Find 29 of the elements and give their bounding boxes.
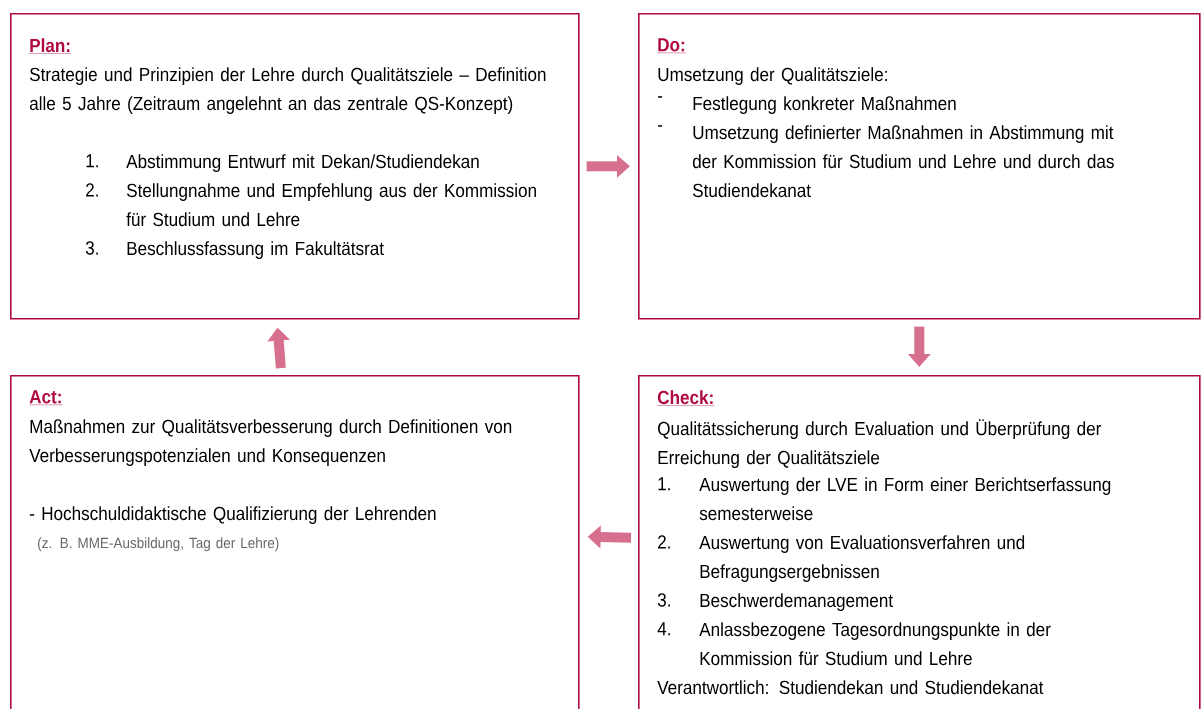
list-number: 4. — [657, 622, 670, 636]
list-number: 1. — [86, 154, 98, 168]
heading: Act: — [29, 390, 63, 406]
list-item: Stellungnahme und Empfehlung aus der Kommission für Studium und Lehre — [126, 183, 536, 227]
list-number: 2. — [86, 183, 98, 197]
list-dash: - — [657, 96, 663, 98]
list-dash: - — [657, 125, 663, 127]
list-item: Auswertung von Evaluationsverfahren und Befragungsergebnissen — [699, 535, 1025, 582]
heading: Plan: — [29, 38, 72, 54]
description-text: Qualitätssicherung durch Evaluation und Überprüfung der Erreichung der Qualitätsziele — [658, 419, 1102, 469]
list-item: Abstimmung Entwurf mit Dekan/Studiendekan — [126, 154, 479, 172]
list-item: Auswertung der LVE in Form einer Berichtserfassung semesterweise — [699, 477, 1111, 521]
list-number: 1. — [658, 477, 670, 491]
list-item: Festlegung konkreter Maßnahmen — [693, 96, 956, 114]
heading: Do: — [657, 38, 686, 54]
heading: Check: — [657, 390, 715, 406]
note-text: (z. B. MME-Ausbildung, Tag der Lehre) — [38, 537, 279, 552]
list-number: 3. — [657, 593, 670, 607]
responsibility-text: Verantwortlich: Studiendekan und Studiendekanat — [657, 680, 1044, 695]
list-item: Umsetzung definierter Maßnahmen in Abstimmung mit der Kommission für Studium und Lehre und durch das Studiendekanat — [692, 125, 1114, 198]
list-item: Beschlussfassung im Fakultätsrat — [127, 241, 384, 259]
description-text: Strategie und Prinzipien der Lehre durch Qualitätsziele – Definition alle 5 Jahre (Zeitraum angelehnt an das zentrale QS-Konzept) — [29, 67, 546, 114]
description-text: Umsetzung der Qualitätsziele: — [658, 67, 887, 85]
list-item: - Hochschuldidaktische Qualifizierung der Lehrenden — [29, 506, 436, 524]
list-number: 2. — [658, 535, 670, 549]
list-item: Beschwerdemanagement — [700, 593, 893, 611]
list-number: 3. — [85, 241, 98, 255]
description-text: Maßnahmen zur Qualitätsverbesserung durch Definitionen von Verbesserungspotenzialen und Konsequenzen — [29, 419, 512, 466]
list-item: Anlassbezogene Tagesordnungspunkte in der Kommission für Studium und Lehre — [699, 622, 1051, 666]
